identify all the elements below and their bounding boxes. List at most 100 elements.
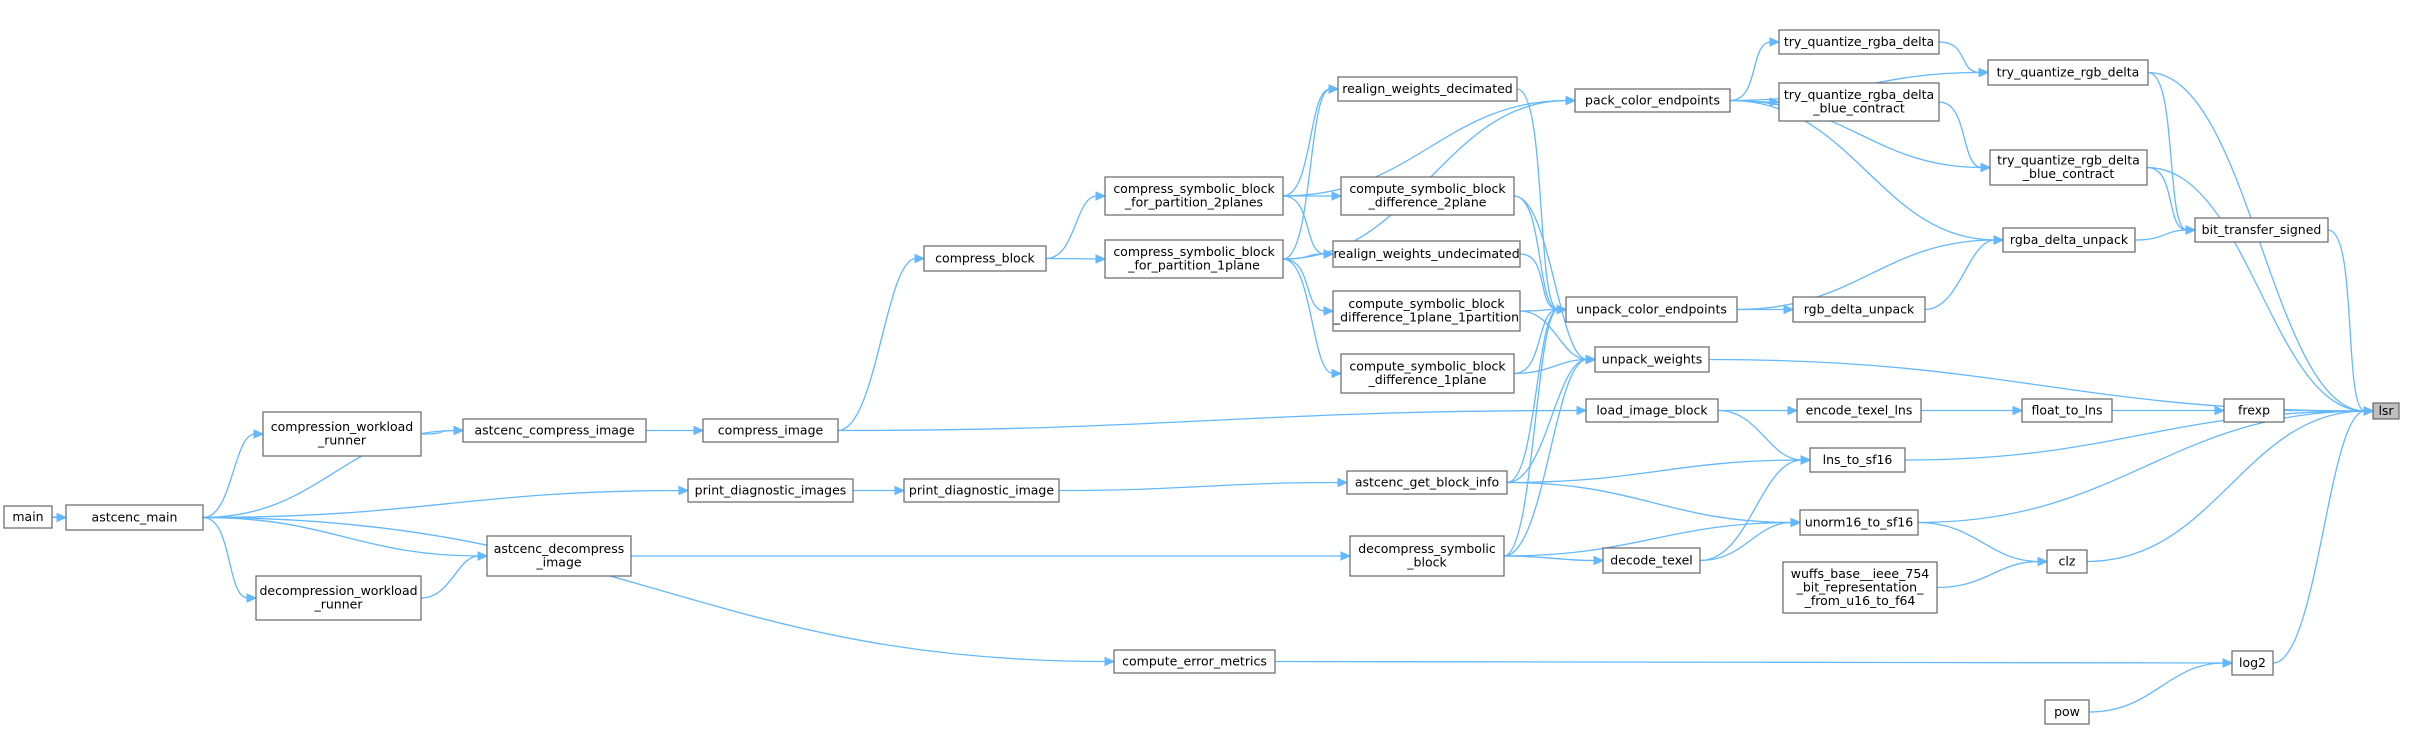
- node-box: [903, 478, 1060, 503]
- edge-pack_color_endpoints-to-try_quantize_rgb_delta_bc: [1729, 99, 1983, 169]
- edge-compress_image-to-compress_block: [837, 257, 917, 432]
- node-label: unpack_color_endpoints: [1576, 301, 1727, 316]
- node-label: lns_to_sf16: [1823, 452, 1893, 467]
- node-pow[interactable]: pow: [2044, 699, 2090, 725]
- arrowhead-csb_1plane-to-realign_weights_decimated: [1328, 84, 1340, 94]
- edge-compress_block-to-csb_2planes: [1045, 195, 1098, 260]
- node-print_diagnostic_image[interactable]: print_diagnostic_image: [903, 478, 1060, 503]
- node-box: [2372, 402, 2400, 420]
- node-float_to_lns[interactable]: float_to_lns: [2021, 398, 2113, 423]
- node-bit_transfer_signed[interactable]: bit_transfer_signed: [2194, 217, 2329, 243]
- node-astcenc_compress_image[interactable]: astcenc_compress_image: [462, 418, 647, 443]
- node-box: [2231, 650, 2274, 676]
- node-label: decompression_workload: [259, 583, 417, 598]
- arrowhead-decompress_symbolic_block-to-decode_texel: [1593, 555, 1605, 566]
- node-try_quantize_rgb_delta_bc[interactable]: try_quantize_rgb_delta_blue_contract: [1989, 149, 2148, 186]
- node-label: _block: [1406, 555, 1447, 570]
- edge-compute_sbd_1plane-to-unpack_weights: [1513, 358, 1588, 375]
- node-rgba_delta_unpack[interactable]: rgba_delta_unpack: [2002, 227, 2136, 253]
- edge-compute_sbd_1plane_1partition-to-unpack_color_endpoints: [1519, 308, 1559, 312]
- node-label: clz: [2059, 553, 2076, 568]
- node-astcenc_decompress_image[interactable]: astcenc_decompress_image: [486, 535, 632, 577]
- edge-unpack_color_endpoints-to-rgba_delta_unpack: [1736, 239, 1996, 311]
- node-unpack_color_endpoints[interactable]: unpack_color_endpoints: [1565, 296, 1738, 323]
- node-astcenc_main[interactable]: astcenc_main: [65, 504, 204, 531]
- edge-astcenc_get_block_info-to-unpack_weights: [1506, 358, 1588, 484]
- node-box: [2046, 549, 2088, 574]
- node-box: [1574, 88, 1731, 113]
- node-main[interactable]: main: [3, 505, 53, 529]
- node-label: realign_weights_decimated: [1342, 81, 1513, 96]
- edge-compress_image-to-load_image_block: [837, 409, 1579, 432]
- node-load_image_block[interactable]: load_image_block: [1585, 398, 1719, 423]
- node-compute_sbd_1plane[interactable]: compute_symbolic_block_difference_1plane: [1340, 353, 1515, 394]
- node-pack_color_endpoints[interactable]: pack_color_endpoints: [1574, 88, 1731, 113]
- node-compute_error_metrics[interactable]: compute_error_metrics: [1113, 649, 1276, 674]
- node-label: lsr: [2378, 403, 2394, 418]
- node-lsr[interactable]: lsr: [2372, 402, 2400, 420]
- edge-bit_transfer_signed-to-lsr: [2327, 229, 2366, 412]
- node-label: try_quantize_rgb_delta: [1997, 153, 2140, 168]
- arrowhead-pow-to-log2: [2222, 658, 2234, 668]
- arrowhead-compress_image-to-load_image_block: [1576, 405, 1588, 416]
- edge-astcenc_main-to-astcenc_decompress_image: [202, 516, 480, 557]
- node-box: [1809, 447, 1906, 473]
- edge-log2-to-lsr: [2272, 410, 2366, 664]
- arrowhead-astcenc_main-to-compression_workload_runner: [253, 429, 265, 439]
- node-log2[interactable]: log2: [2231, 650, 2274, 676]
- arrowhead-try_quantize_rgba_delta-to-try_quantize_rgb_delta: [1978, 67, 1990, 78]
- edge-compression_workload_runner-to-astcenc_compress_image: [420, 429, 456, 435]
- node-label: astcenc_get_block_info: [1355, 474, 1499, 489]
- node-frexp[interactable]: frexp: [2223, 398, 2285, 423]
- node-csb_2planes[interactable]: compress_symbolic_block_for_partition_2p…: [1104, 176, 1284, 216]
- edge-decompression_workload_runner-to-astcenc_decompress_image: [420, 555, 480, 599]
- node-try_quantize_rgba_delta_bc[interactable]: try_quantize_rgba_delta_blue_contract: [1778, 82, 1940, 122]
- node-unorm16_to_sf16[interactable]: unorm16_to_sf16: [1799, 509, 1919, 536]
- node-realign_weights_undecimated[interactable]: realign_weights_undecimated: [1332, 240, 1521, 268]
- node-label: frexp: [2238, 402, 2270, 417]
- node-unpack_weights[interactable]: unpack_weights: [1594, 346, 1710, 373]
- arrowhead-print_diagnostic_image-to-astcenc_get_block_info: [1337, 477, 1349, 488]
- node-box: [2223, 398, 2285, 423]
- node-box: [1989, 149, 2148, 186]
- node-box: [3, 505, 53, 529]
- node-label: _runner: [317, 433, 367, 448]
- edge-astcenc_get_block_info-to-unorm16_to_sf16: [1506, 481, 1793, 524]
- node-lns_to_sf16[interactable]: lns_to_sf16: [1809, 447, 1906, 473]
- node-astcenc_get_block_info[interactable]: astcenc_get_block_info: [1346, 470, 1508, 495]
- node-compute_sbd_2plane[interactable]: compute_symbolic_block_difference_2plane: [1340, 176, 1515, 216]
- edge-csb_1plane-to-compute_sbd_1plane_1partition: [1282, 258, 1326, 312]
- node-try_quantize_rgb_delta[interactable]: try_quantize_rgb_delta: [1987, 59, 2149, 86]
- node-label: log2: [2239, 655, 2266, 670]
- node-compute_sbd_1plane_1partition[interactable]: compute_symbolic_block_difference_1plane…: [1332, 290, 1521, 332]
- node-label: print_diagnostic_image: [909, 482, 1054, 497]
- node-box: [1594, 346, 1710, 373]
- node-print_diagnostic_images[interactable]: print_diagnostic_images: [687, 478, 854, 503]
- node-label: rgba_delta_unpack: [2010, 232, 2129, 247]
- node-label: decompress_symbolic: [1358, 541, 1496, 556]
- node-decompress_symbolic_block[interactable]: decompress_symbolic_block: [1349, 535, 1505, 577]
- node-box: [2194, 217, 2329, 243]
- node-compress_image[interactable]: compress_image: [702, 418, 839, 443]
- node-encode_texel_lns[interactable]: encode_texel_lns: [1796, 398, 1922, 423]
- edge-clz-to-lsr: [2086, 410, 2366, 563]
- node-realign_weights_decimated[interactable]: realign_weights_decimated: [1337, 76, 1518, 102]
- edge-astcenc_get_block_info-to-unpack_color_endpoints: [1506, 308, 1559, 484]
- edge-load_image_block-to-lns_to_sf16: [1717, 409, 1803, 461]
- node-decode_texel[interactable]: decode_texel: [1602, 547, 1701, 574]
- node-compress_block[interactable]: compress_block: [923, 245, 1047, 272]
- node-try_quantize_rgba_delta[interactable]: try_quantize_rgba_delta: [1778, 29, 1940, 55]
- node-label: compress_symbolic_block: [1113, 244, 1275, 259]
- arrowhead-rgba_delta_unpack-to-bit_transfer_signed: [2185, 225, 2197, 235]
- node-compression_workload_runner[interactable]: compression_workload_runner: [262, 411, 422, 457]
- edge-astcenc_main-to-print_diagnostic_images: [202, 489, 681, 519]
- node-wuffs[interactable]: wuffs_base__ieee_754_bit_representation_…: [1782, 561, 1938, 614]
- node-csb_1plane[interactable]: compress_symbolic_block_for_partition_1p…: [1104, 239, 1284, 279]
- node-decompression_workload_runner[interactable]: decompression_workload_runner: [255, 575, 422, 621]
- node-rgb_delta_unpack[interactable]: rgb_delta_unpack: [1792, 296, 1926, 323]
- arrowhead-decode_texel-to-lns_to_sf16: [1800, 455, 1812, 465]
- node-clz[interactable]: clz: [2046, 549, 2088, 574]
- node-box: [1565, 296, 1738, 323]
- edge-try_quantize_rgb_delta-to-bit_transfer_signed: [2147, 71, 2188, 231]
- arrowhead-main-to-astcenc_main: [56, 512, 68, 523]
